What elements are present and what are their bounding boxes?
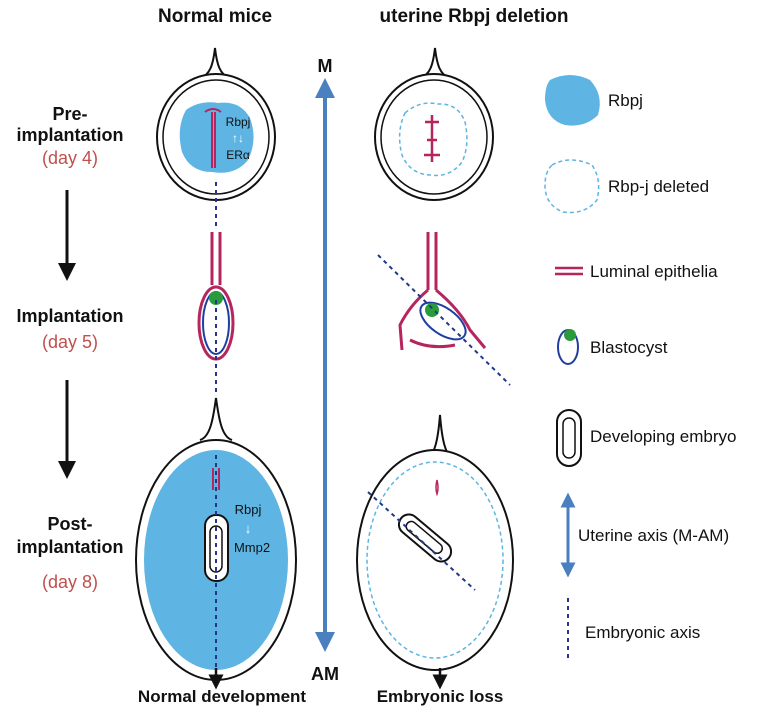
legend-label-blastocyst: Blastocyst [590, 338, 668, 357]
stage-post-day: (day 8) [42, 572, 98, 592]
normal-implantation [197, 232, 235, 395]
pre-label-era: ERα [226, 148, 250, 162]
header-deletion: uterine Rbpj deletion [380, 6, 569, 27]
legend-label-deleted: Rbp-j deleted [608, 177, 709, 196]
stage-pre-line1: Pre- [52, 104, 87, 124]
blastocyst-icon [557, 329, 579, 365]
outcome-deletion: Embryonic loss [377, 687, 504, 706]
header-normal: Normal mice [158, 6, 272, 27]
post-label-arrow: ↓ [245, 521, 252, 536]
outcome-normal: Normal development [138, 687, 306, 706]
post-label-rbpj: Rbpj [235, 502, 262, 517]
stage-pre-line2: implantation [17, 125, 124, 145]
axis-label-m: M [318, 56, 333, 76]
stage-implant-line1: Implantation [17, 306, 124, 326]
legend: Rbpj Rbp-j deleted Luminal epithelia Bla… [544, 75, 736, 658]
post-label-mmp2: Mmp2 [234, 540, 270, 555]
deletion-post-uterus [356, 414, 514, 671]
normal-post-uterus [135, 397, 297, 681]
legend-label-rbpj: Rbpj [608, 91, 643, 110]
pre-label-rbpj: Rbpj [226, 115, 251, 129]
axis-label-am: AM [311, 664, 339, 684]
normal-pre-uterus [156, 47, 276, 228]
legend-label-embryo: Developing embryo [590, 427, 736, 446]
legend-label-epithelia: Luminal epithelia [590, 262, 718, 281]
embryo-icon [556, 409, 582, 467]
deletion-pre-uterus [374, 47, 494, 201]
blue-blob-icon [545, 75, 600, 126]
double-line-icon [555, 266, 583, 276]
stage-pre-day: (day 4) [42, 148, 98, 168]
deletion-implantation [377, 232, 511, 386]
stage-post-line2: implantation [17, 537, 124, 557]
legend-label-uterine-axis: Uterine axis (M-AM) [578, 526, 729, 545]
stage-implant-day: (day 5) [42, 332, 98, 352]
legend-label-embryonic-axis: Embryonic axis [585, 623, 700, 642]
stage-post-line1: Post- [48, 514, 93, 534]
dashed-blob-icon [544, 159, 600, 214]
pre-label-arrows: ↑↓ [232, 131, 244, 145]
